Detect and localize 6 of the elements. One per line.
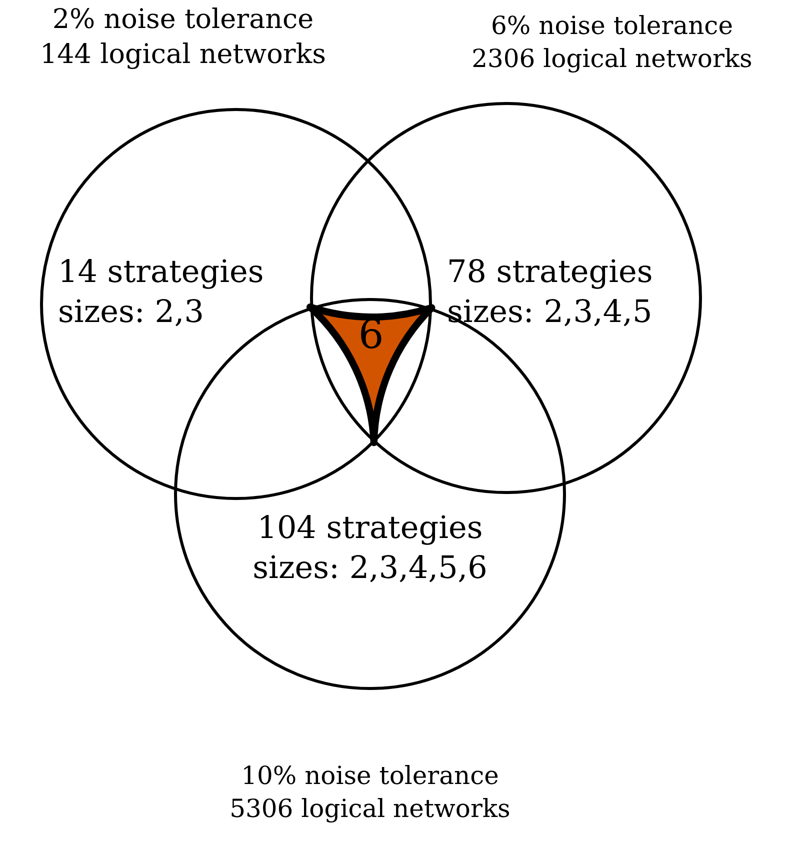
region-label: 104 strategies sizes: 2,3,4,5,6 (252, 509, 488, 588)
region-label: 14 strategies sizes: 2,3 (58, 253, 265, 332)
set-heading: 6% noise tolerance 2306 logical networks (470, 10, 754, 74)
set-heading: 10% noise tolerance 5306 logical networks (228, 760, 512, 824)
set-heading: 2% noise tolerance 144 logical networks (38, 3, 328, 72)
region-label: 78 strategies sizes: 2,3,4,5 (447, 253, 654, 332)
